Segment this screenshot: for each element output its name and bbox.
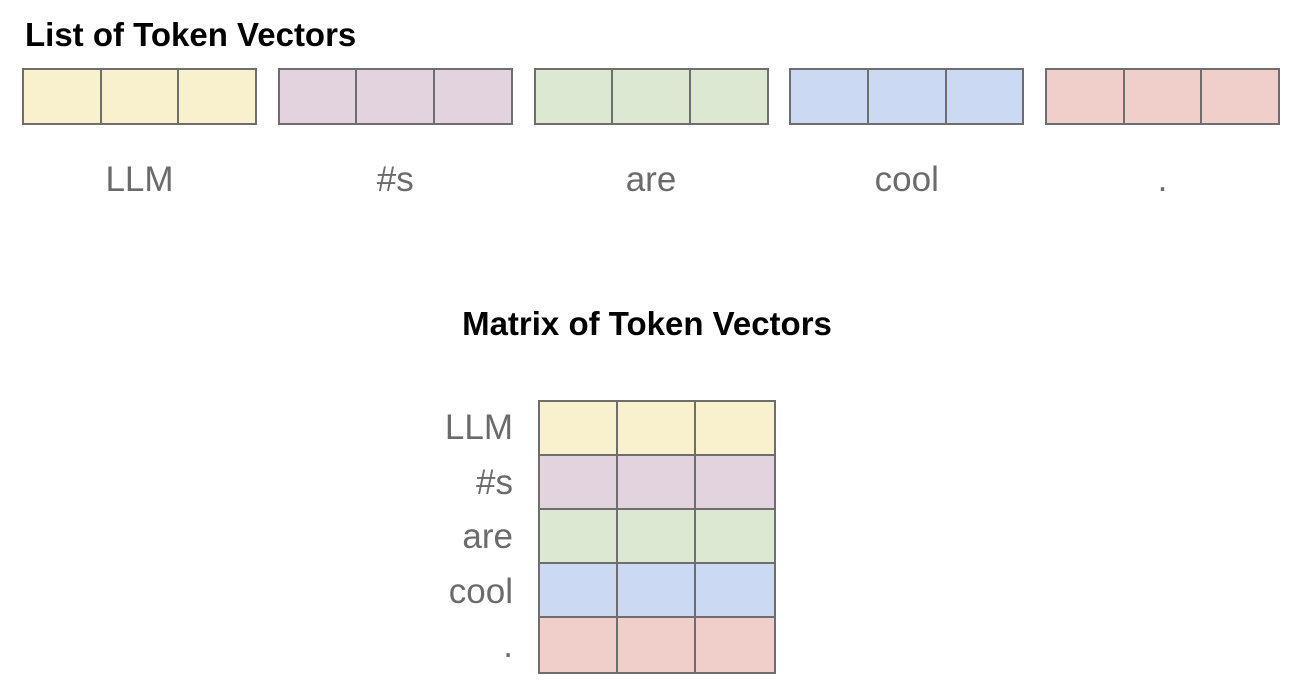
matrix-row-label: are bbox=[462, 517, 513, 556]
matrix-row-label: cool bbox=[448, 571, 513, 611]
vector-cell bbox=[1047, 70, 1123, 123]
vector-cell bbox=[99, 70, 178, 123]
vector-cell bbox=[1122, 70, 1201, 123]
matrix-section-title: Matrix of Token Vectors bbox=[462, 305, 832, 342]
vector-cell bbox=[177, 70, 256, 123]
matrix-cell bbox=[696, 618, 774, 672]
matrix-cell bbox=[540, 402, 618, 456]
matrix-cell bbox=[540, 564, 618, 618]
token-vector bbox=[277, 68, 513, 125]
matrix-cell bbox=[618, 402, 696, 456]
vector-cell bbox=[1200, 70, 1279, 123]
matrix-cell bbox=[540, 618, 618, 672]
vector-cell bbox=[355, 70, 434, 123]
matrix-row-label: . bbox=[503, 626, 513, 665]
matrix-cell bbox=[696, 510, 774, 564]
token-label-row: LLM #s are cool. bbox=[22, 158, 1280, 202]
token-vector bbox=[789, 68, 1025, 125]
vector-cell bbox=[688, 70, 767, 123]
matrix-row-label: LLM bbox=[444, 408, 513, 447]
vector-cell bbox=[791, 70, 867, 123]
matrix-cell bbox=[696, 456, 774, 510]
matrix-grid bbox=[538, 400, 776, 674]
vector-cell bbox=[866, 70, 945, 123]
vector-cell bbox=[433, 70, 511, 123]
vector-cell bbox=[611, 70, 689, 123]
matrix-cell bbox=[696, 564, 774, 618]
matrix-cell bbox=[618, 564, 696, 618]
vector-cell bbox=[944, 70, 1023, 123]
vector-cell bbox=[24, 70, 100, 123]
token-label: . bbox=[1157, 160, 1168, 199]
matrix-cell bbox=[696, 402, 774, 456]
matrix-row-label: #s bbox=[476, 462, 513, 502]
matrix-cell bbox=[618, 456, 696, 510]
token-label: #s bbox=[376, 160, 414, 199]
token-label: LLM bbox=[105, 160, 174, 199]
list-section-title: List of Token Vectors bbox=[25, 16, 357, 53]
vector-row bbox=[22, 68, 1280, 125]
token-label: cool bbox=[874, 160, 939, 199]
token-vector bbox=[1045, 68, 1280, 125]
matrix-row-labels: LLM #s are cool. bbox=[303, 401, 513, 674]
matrix-cell bbox=[618, 510, 696, 564]
vector-cell bbox=[279, 70, 356, 123]
matrix-cell bbox=[618, 618, 696, 672]
token-label: are bbox=[625, 160, 677, 199]
matrix-cell bbox=[540, 510, 618, 564]
vector-cell bbox=[535, 70, 612, 123]
token-vector bbox=[533, 68, 769, 125]
matrix-cell bbox=[540, 456, 618, 510]
token-vector bbox=[22, 68, 257, 125]
